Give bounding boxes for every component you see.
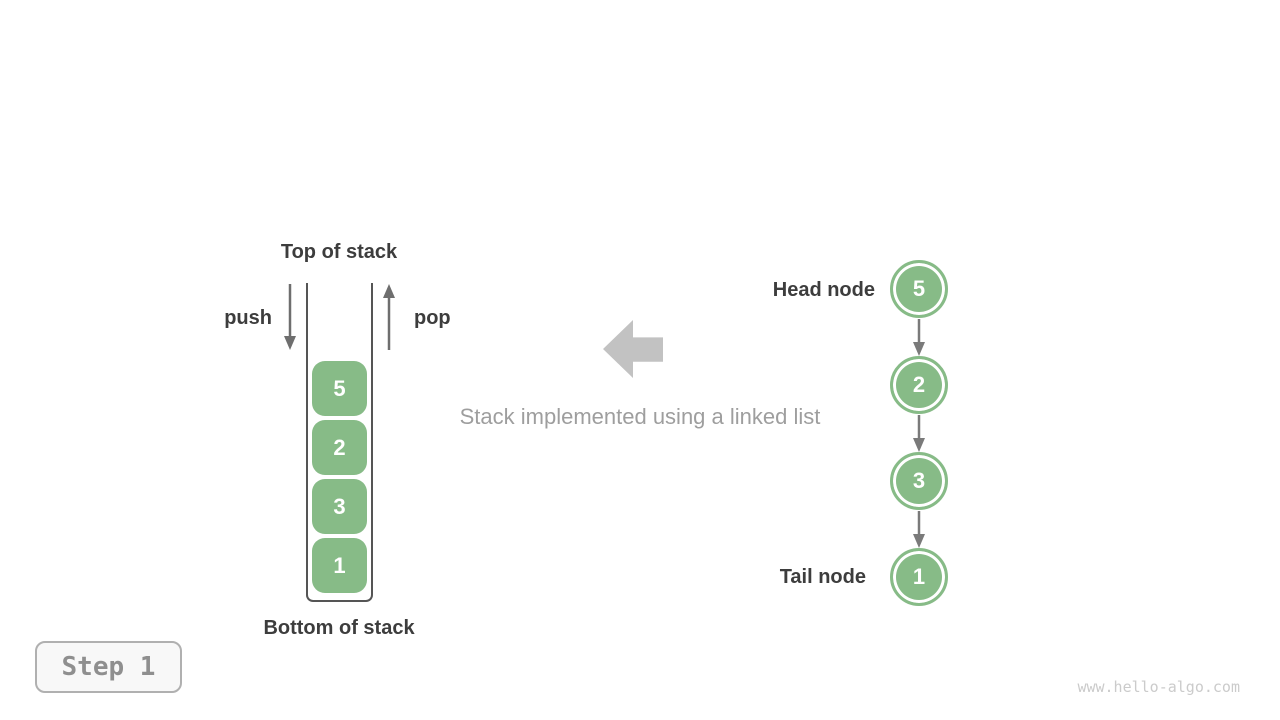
pop-up-arrow-icon xyxy=(383,284,395,350)
tail-node-label: Tail node xyxy=(779,566,866,588)
watermark: www.hello-algo.com xyxy=(1077,678,1240,696)
pop-label: pop xyxy=(414,307,451,329)
linked-list-node: 3 xyxy=(890,452,948,510)
stack-item: 1 xyxy=(312,538,367,593)
diagram-caption: Stack implemented using a linked list xyxy=(459,404,821,429)
stack-item: 3 xyxy=(312,479,367,534)
link-arrow-icon xyxy=(913,415,925,452)
linked-list-node: 1 xyxy=(890,548,948,606)
push-down-arrow-icon xyxy=(284,284,296,350)
top-of-stack-label: Top of stack xyxy=(280,241,398,263)
link-arrow-icon xyxy=(913,511,925,548)
stack-item: 5 xyxy=(312,361,367,416)
linked-list-node: 5 xyxy=(890,260,948,318)
link-arrow-icon xyxy=(913,319,925,356)
step-badge: Step 1 xyxy=(35,641,182,693)
linked-list-node: 2 xyxy=(890,356,948,414)
push-label: push xyxy=(224,307,272,329)
head-node-label: Head node xyxy=(772,279,875,301)
stack-item: 2 xyxy=(312,420,367,475)
bottom-of-stack-label: Bottom of stack xyxy=(263,617,415,639)
block-arrow-left-icon xyxy=(603,320,663,378)
